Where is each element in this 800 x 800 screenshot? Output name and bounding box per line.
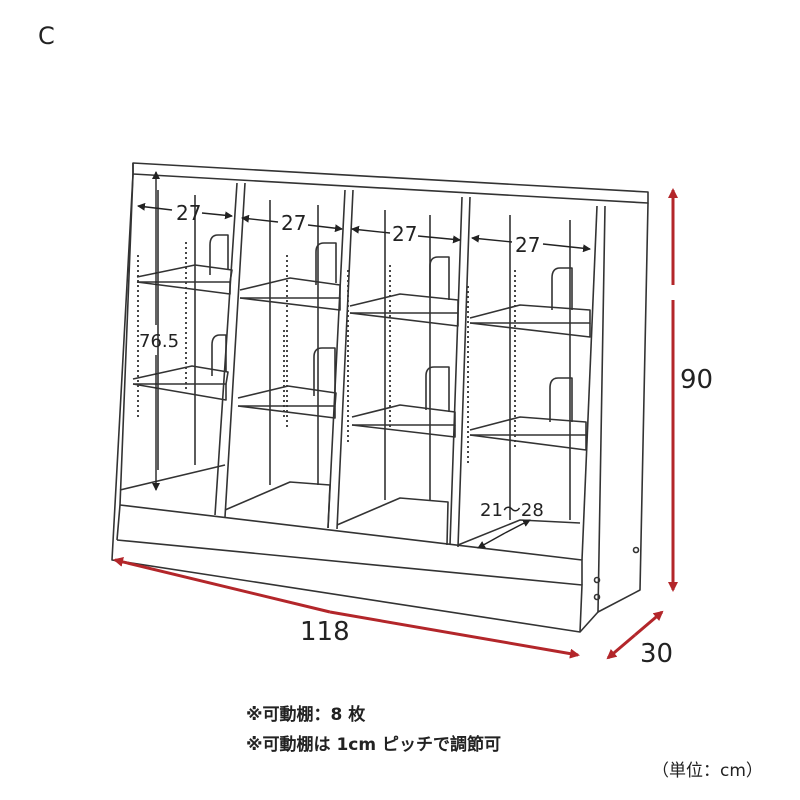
- bookshelf-outline: [111, 162, 649, 633]
- shelf-width-label-3: 27: [392, 222, 417, 246]
- depth-label: 30: [640, 639, 673, 669]
- cubby-depth-label: 21～28: [480, 500, 544, 521]
- pitch-note: ※可動棚は 1cm ピッチで調節可: [246, 735, 501, 755]
- red-dimension-arrows: [113, 188, 678, 660]
- shelf-width-label-4: 27: [515, 233, 540, 257]
- variant-label: C: [38, 22, 55, 50]
- shelf-width-label-1: 27: [176, 201, 201, 225]
- unit-label: （単位：cm）: [652, 761, 763, 781]
- dimension-lines: [137, 171, 591, 549]
- shelf-width-label-2: 27: [281, 211, 306, 235]
- inner-height-label: 76.5: [139, 331, 179, 352]
- total-width-label: 118: [300, 617, 350, 647]
- movable-shelves-note: ※可動棚：8 枚: [246, 705, 366, 725]
- total-height-label: 90: [680, 365, 713, 395]
